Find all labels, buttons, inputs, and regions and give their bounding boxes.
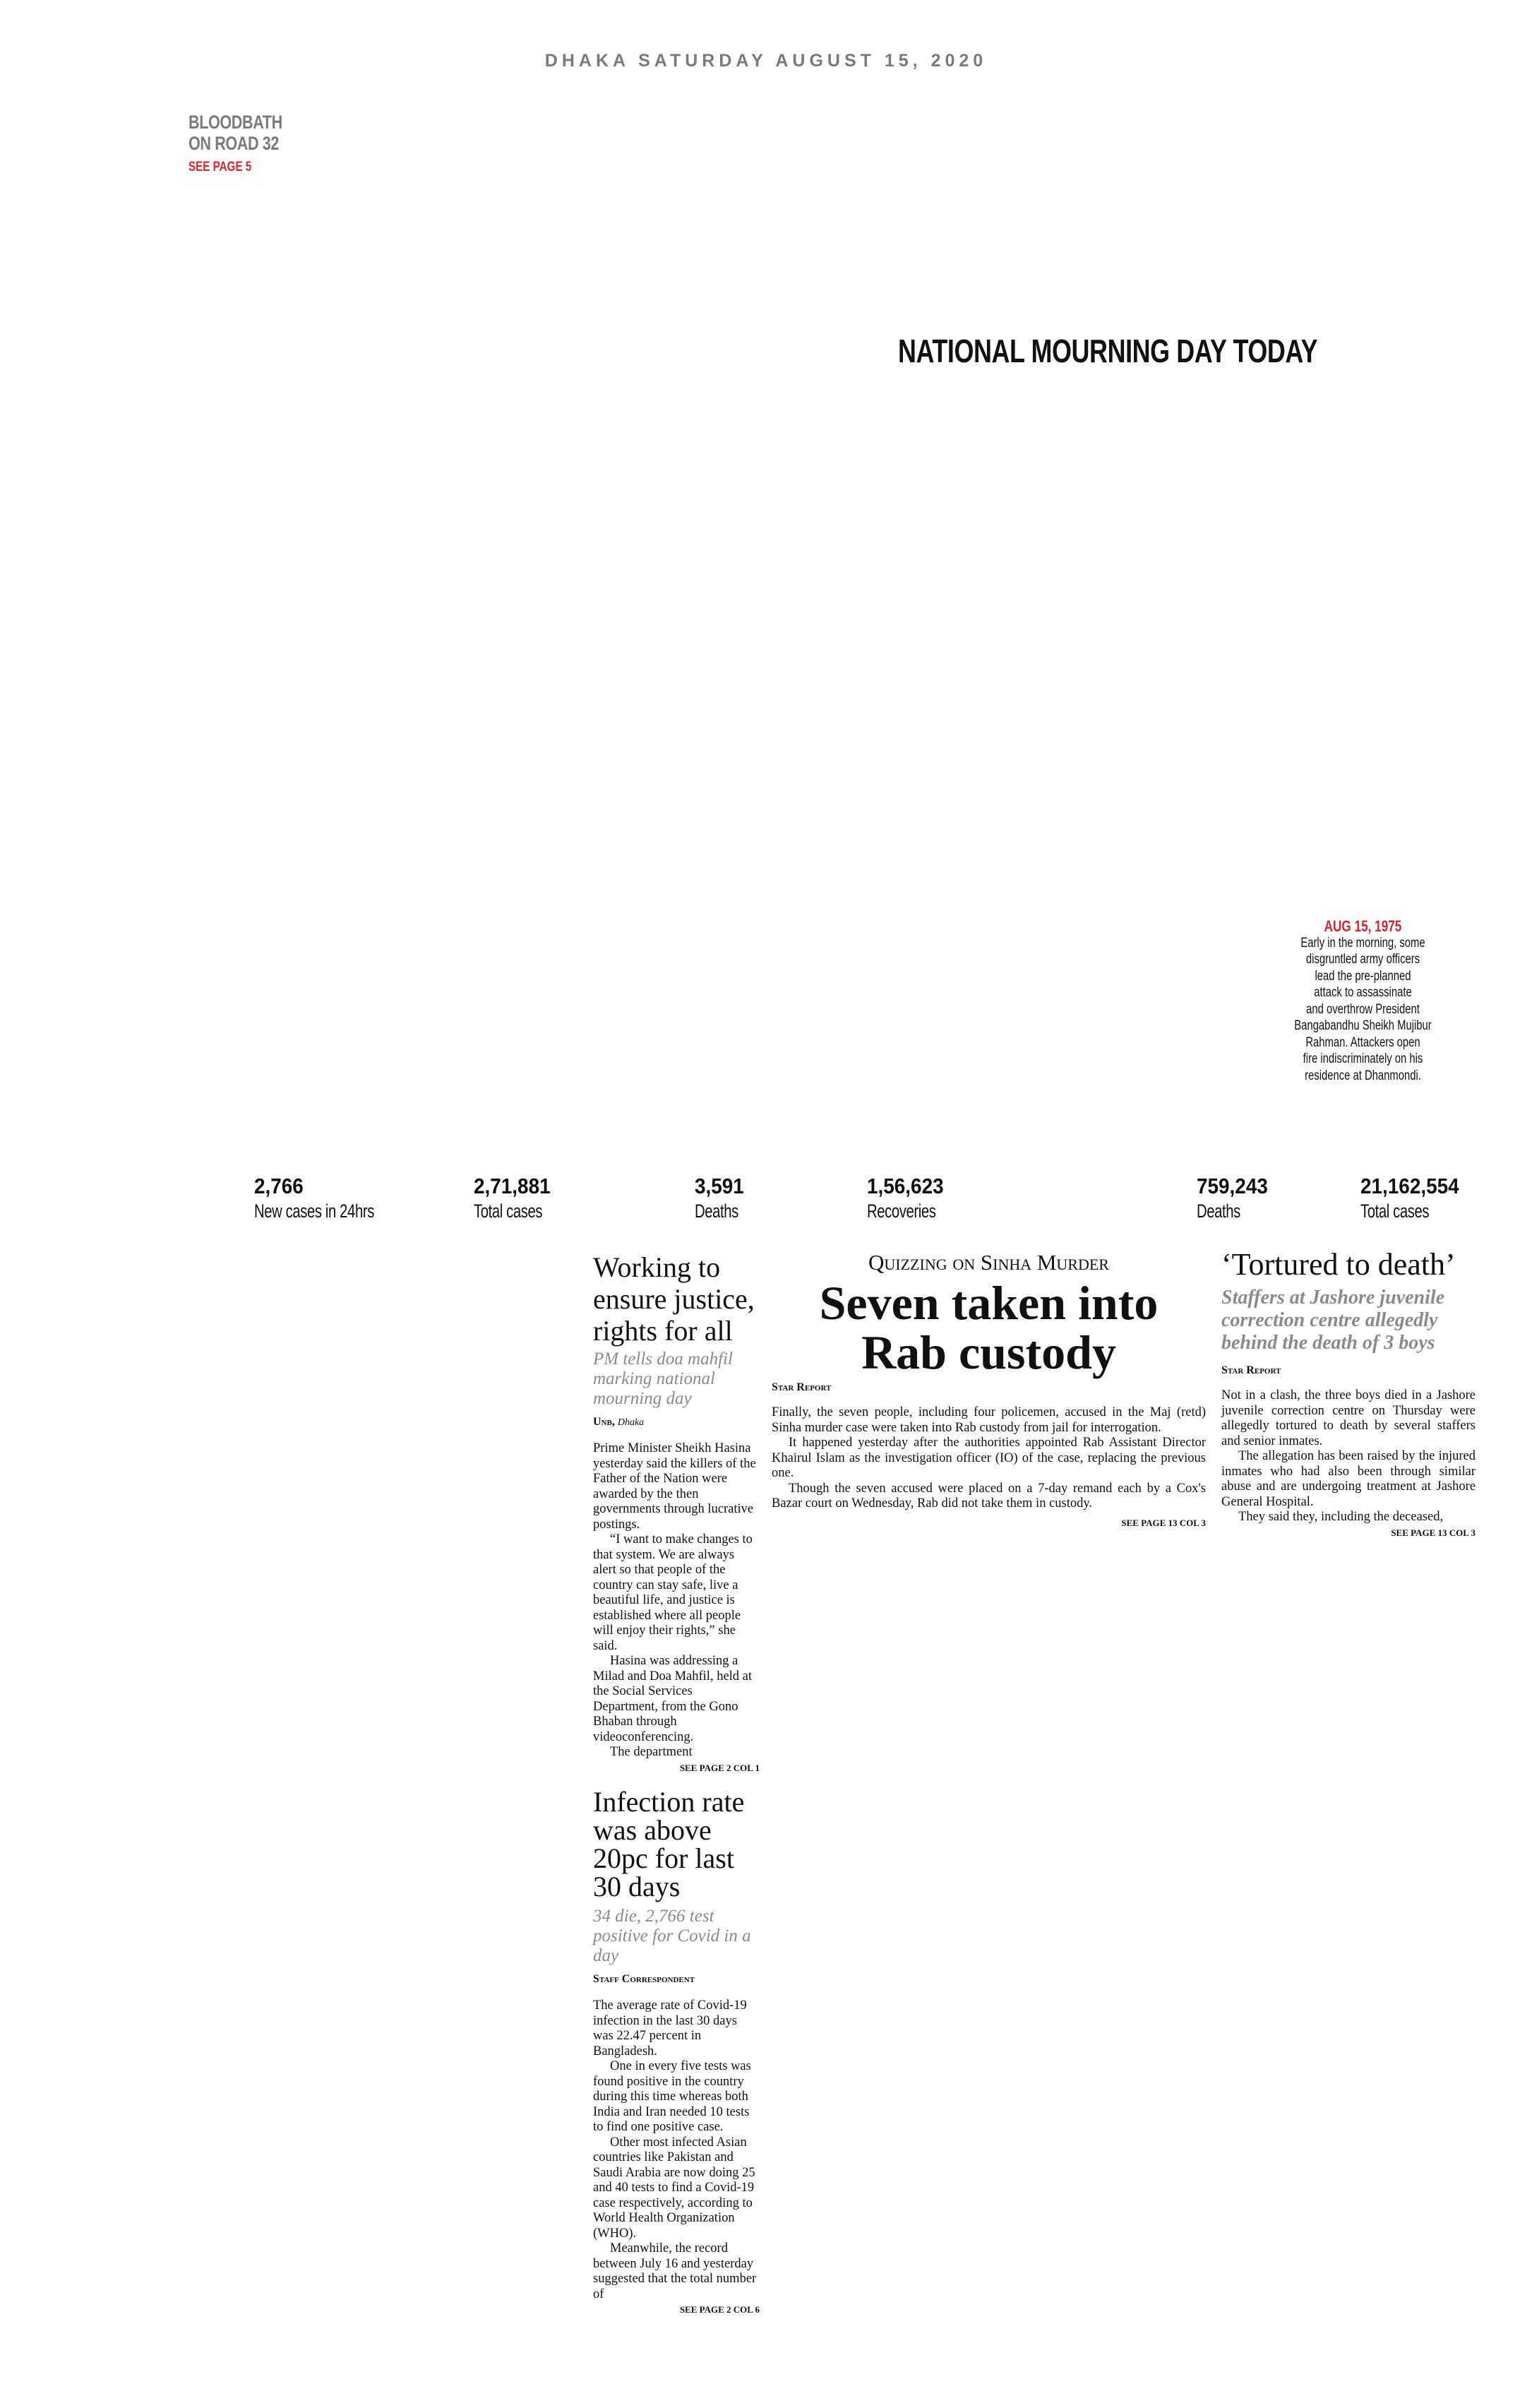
caption-line: fire indiscriminately on his [1303, 1051, 1423, 1066]
stat-value: 21,162,554 [1360, 1174, 1459, 1198]
caption-line: lead the pre-planned [1315, 968, 1411, 984]
stat-new-cases: 2,766 New cases in 24hrs [254, 1174, 414, 1223]
story-justice: Working to ensure justice, rights for al… [593, 1251, 760, 1774]
story-infection: Infection rate was above 20pc for last 3… [593, 1788, 760, 2315]
paragraph: The department [610, 1745, 693, 1759]
jump-link[interactable]: SEE PAGE 13 COL 3 [1121, 1517, 1206, 1528]
jump-link[interactable]: SEE PAGE 2 COL 6 [679, 2304, 760, 2315]
stat-label: Deaths [1197, 1200, 1240, 1222]
story-headline[interactable]: Infection rate was above 20pc for last 3… [593, 1786, 745, 1902]
paragraph: Not in a clash, the three boys died in a… [1221, 1388, 1476, 1448]
paragraph: Though the seven accused were placed on … [772, 1481, 1206, 1511]
story-subhead: Staffers at Jashore juvenile correction … [1221, 1287, 1445, 1354]
stat-label: Deaths [695, 1200, 738, 1222]
story-byline: Unb, Dhaka [593, 1416, 760, 1429]
dateline: DHAKA SATURDAY AUGUST 15, 2020 [544, 51, 988, 71]
paragraph: Finally, the seven people, including fou… [772, 1405, 1206, 1435]
caption-line: disgruntled army officers [1305, 952, 1420, 967]
teaser-see-page-link[interactable]: SEE PAGE 5 [188, 160, 252, 174]
stat-deaths-global: 759,243 Deaths [1197, 1174, 1276, 1223]
paragraph: “I want to make changes to that system. … [593, 1532, 753, 1653]
stat-value: 2,71,881 [474, 1174, 551, 1198]
teaser-line-1: BLOODBATH [188, 112, 282, 133]
paragraph: One in every five tests was found positi… [593, 2059, 751, 2134]
paragraph: Hasina was addressing a Milad and Doa Ma… [593, 1654, 753, 1744]
story-byline: Star Report [1221, 1364, 1281, 1376]
teaser-line-2: ON ROAD 32 [188, 133, 280, 154]
story-headline[interactable]: Working to ensure justice, rights for al… [593, 1251, 755, 1347]
byline-agency: Unb, [593, 1416, 615, 1428]
caption-title: AUG 15, 1975 [1324, 917, 1402, 935]
feature-title: NATIONAL MOURNING DAY TODAY [898, 333, 1318, 369]
paragraph: The allegation has been raised by the in… [1221, 1449, 1476, 1509]
story-subhead: PM tells doa mahfil marking national mou… [593, 1349, 733, 1408]
story-body: Not in a clash, the three boys died in a… [1221, 1388, 1476, 1525]
story-tortured: ‘Tortured to death’ Staffers at Jashore … [1221, 1248, 1476, 1539]
stat-deaths-bd: 3,591 Deaths [695, 1174, 753, 1223]
stat-recoveries: 1,56,623 Recoveries [867, 1174, 959, 1223]
jump-link[interactable]: SEE PAGE 2 COL 1 [679, 1762, 760, 1773]
stat-total-cases-bd: 2,71,881 Total cases [474, 1174, 565, 1223]
caption-line: Bangabandhu Sheikh Mujibur [1294, 1018, 1432, 1033]
story-byline: Star Report [772, 1381, 832, 1393]
stat-total-cases-global: 21,162,554 Total cases [1360, 1174, 1470, 1223]
story-byline: Staff Correspondent [593, 1973, 695, 1985]
paragraph: It happened yesterday after the authorit… [772, 1436, 1206, 1480]
stat-value: 2,766 [254, 1174, 304, 1198]
paragraph: Meanwhile, the record between July 16 an… [593, 2241, 757, 2301]
story-headline[interactable]: ‘Tortured to death’ [1221, 1247, 1456, 1282]
caption-line: and overthrow President [1306, 1001, 1420, 1017]
stat-label: Total cases [474, 1200, 543, 1222]
jump-link[interactable]: SEE PAGE 13 COL 3 [1391, 1527, 1476, 1538]
stat-value: 3,591 [695, 1174, 744, 1198]
paragraph: Prime Minister Sheikh Hasina yesterday s… [593, 1441, 756, 1532]
stat-value: 1,56,623 [867, 1174, 944, 1198]
story-body: The average rate of Covid-19 infection i… [593, 1998, 760, 2302]
stat-label: Total cases [1360, 1200, 1430, 1222]
stat-label: New cases in 24hrs [254, 1200, 374, 1222]
photo-caption: AUG 15, 1975 Early in the morning, some … [1257, 918, 1468, 1084]
caption-line: Rahman. Attackers open [1305, 1035, 1420, 1050]
story-body: Prime Minister Sheikh Hasina yesterday s… [593, 1441, 760, 1760]
stat-value: 759,243 [1197, 1174, 1268, 1198]
story-body: Finally, the seven people, including fou… [772, 1405, 1206, 1512]
story-sinha: Quizzing on Sinha Murder Seven taken int… [772, 1250, 1206, 1529]
byline-place: Dhaka [617, 1417, 645, 1428]
story-subhead: 34 die, 2,766 test positive for Covid in… [593, 1907, 751, 1965]
stat-label: Recoveries [867, 1200, 936, 1222]
paragraph: They said they, including the deceased, [1238, 1510, 1444, 1524]
story-kicker: Quizzing on Sinha Murder [868, 1250, 1109, 1275]
caption-line: residence at Dhanmondi. [1305, 1068, 1421, 1083]
paragraph: The average rate of Covid-19 infection i… [593, 1998, 747, 2058]
story-headline[interactable]: Seven taken into Rab custody [819, 1276, 1159, 1379]
caption-line: attack to assassinate [1314, 985, 1412, 1000]
caption-line: Early in the morning, some [1300, 935, 1425, 950]
teaser-bloodbath[interactable]: BLOODBATH ON ROAD 32 SEE PAGE 5 [188, 112, 306, 175]
paragraph: Other most infected Asian countries like… [593, 2135, 755, 2241]
